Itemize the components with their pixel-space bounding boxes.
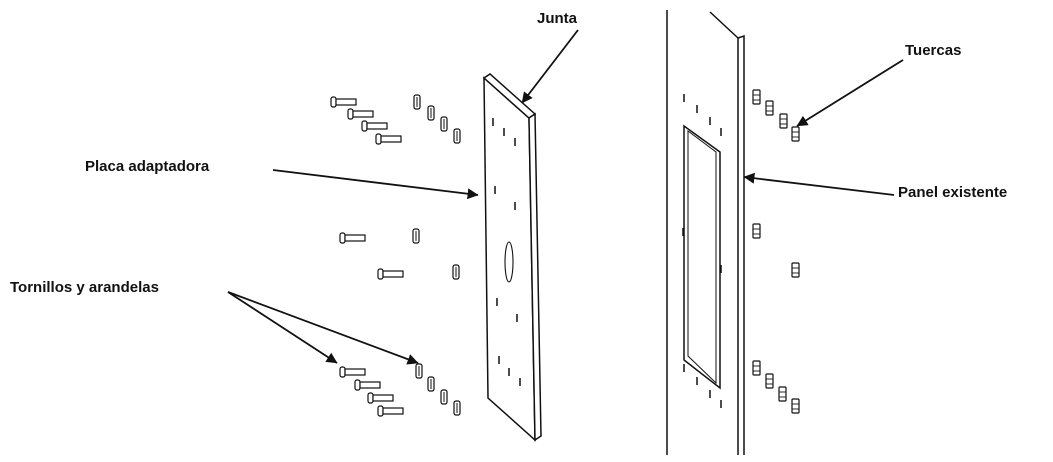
arrow-tuercas xyxy=(796,59,904,127)
arrow-tornillos-2 xyxy=(227,291,419,365)
existing-panel-holes xyxy=(682,94,722,408)
adapter-plate-holes xyxy=(492,118,521,386)
arrow-tornillos-1 xyxy=(227,291,338,364)
washers xyxy=(412,94,461,416)
label-panel-existente: Panel existente xyxy=(898,184,1008,201)
leader-arrows xyxy=(227,29,904,365)
nuts xyxy=(752,89,800,414)
label-junta: Junta xyxy=(537,10,578,27)
label-placa-adaptadora: Placa adaptadora xyxy=(85,158,210,175)
arrow-junta xyxy=(521,29,579,104)
screws xyxy=(330,96,404,417)
label-tornillos-arandelas: Tornillos y arandelas xyxy=(10,279,159,296)
label-tuercas: Tuercas xyxy=(905,42,962,59)
existing-panel xyxy=(666,10,745,455)
adapter-plate xyxy=(482,73,542,442)
arrow-panel xyxy=(743,172,895,196)
arrow-placa xyxy=(272,169,479,200)
